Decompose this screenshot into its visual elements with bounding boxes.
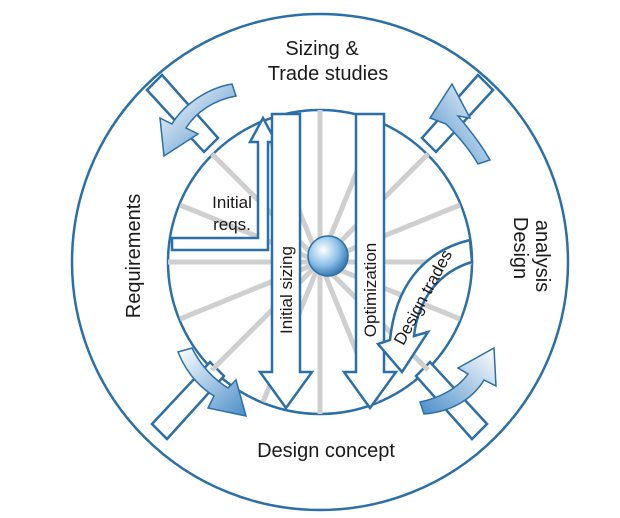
arrow-analysis-to-concept <box>419 346 497 415</box>
design-trades-arrow <box>375 238 474 375</box>
segment-label-right-line2: analysis <box>531 220 553 292</box>
segment-label-top-line1: Sizing & <box>285 38 359 60</box>
initial-reqs-label-line1: Initial <box>212 193 252 212</box>
arrow-sizing-to-analysis <box>428 82 492 165</box>
segment-label-bottom: Design concept <box>257 440 395 462</box>
arrow-requirements-to-sizing <box>159 83 237 158</box>
segment-label-right-line1: Design <box>509 217 531 279</box>
optimization-arrow <box>341 112 399 411</box>
initial-reqs-label-line2: reqs. <box>213 215 251 234</box>
arrow-concept-to-requirements <box>176 347 248 417</box>
optimization-label: Optimization <box>361 243 380 337</box>
initial-sizing-label: Initial sizing <box>277 246 296 334</box>
segment-label-left: Requirements <box>123 194 145 319</box>
segment-label-top-line2: Trade studies <box>268 63 388 85</box>
initial-sizing-arrow <box>257 112 315 411</box>
wheel-hub <box>307 235 349 277</box>
initial-reqs-arrow <box>170 115 279 252</box>
transition-arrows <box>159 82 497 417</box>
outer-ring-outer-edge <box>70 12 570 512</box>
